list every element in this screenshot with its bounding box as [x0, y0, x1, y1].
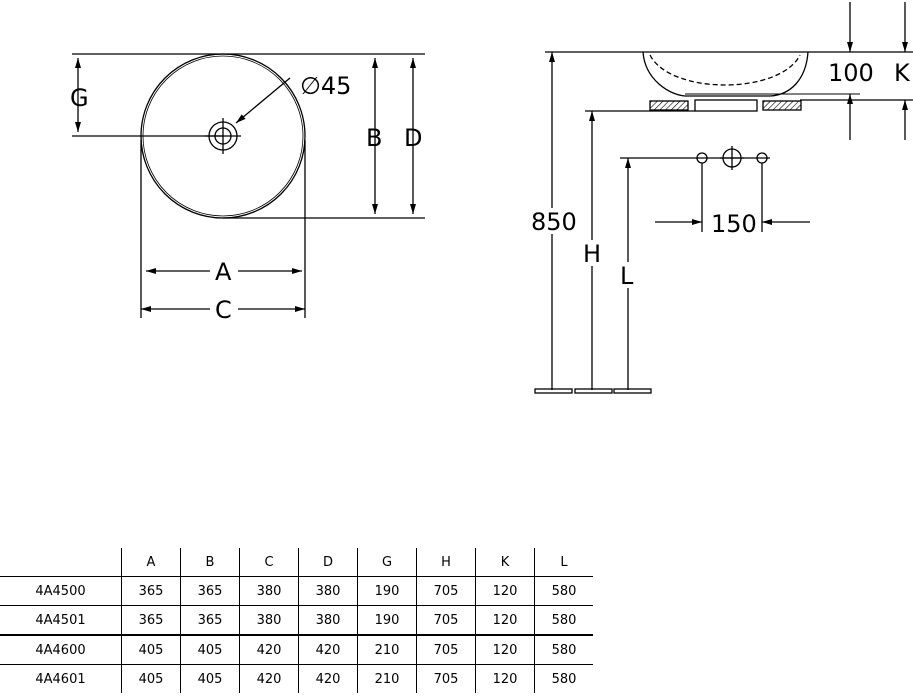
header-cell: A [121, 548, 181, 577]
dim-label-l: L [620, 262, 634, 290]
table-cell: 420 [298, 634, 358, 665]
table-cell: 365 [121, 576, 181, 606]
table-cell: 405 [121, 634, 181, 665]
dim-label-h: H [583, 240, 601, 268]
table-cell: 120 [475, 634, 535, 665]
hatched-support-left [649, 100, 689, 111]
table-cell: 705 [416, 576, 476, 606]
table-cell: 580 [534, 634, 593, 665]
table-cell: 210 [357, 634, 417, 665]
table-cell: 120 [475, 576, 535, 606]
table-cell: 580 [534, 576, 593, 606]
header-cell: C [239, 548, 299, 577]
table-cell: 580 [534, 664, 593, 693]
floor-segment [613, 388, 652, 394]
floor-segment [534, 388, 573, 394]
header-cell: B [180, 548, 240, 577]
header-cell: G [357, 548, 417, 577]
technical-drawing: ∅45 G B D A C 100 K 850 H L 150 [70, 2, 913, 394]
dim-label-c: C [215, 296, 232, 324]
header-cell [0, 548, 122, 577]
table-cell: 365 [121, 605, 181, 635]
table-cell: 210 [357, 664, 417, 693]
dimensions-table: A B C D G H K L 4A4500 365 365 380 380 1… [0, 548, 593, 693]
table-row: 4A4601 405 405 420 420 210 705 120 580 [0, 664, 593, 693]
dim-label-g: G [70, 84, 89, 112]
model-cell: 4A4601 [0, 664, 122, 693]
table-cell: 190 [357, 576, 417, 606]
table-cell: 380 [239, 605, 299, 635]
model-cell: 4A4500 [0, 576, 122, 606]
table-cell: 190 [357, 605, 417, 635]
table-cell: 380 [239, 576, 299, 606]
table-row: 4A4501 365 365 380 380 190 705 120 580 [0, 605, 593, 635]
table-cell: 405 [121, 664, 181, 693]
header-cell: K [475, 548, 535, 577]
table-row: 4A4600 405 405 420 420 210 705 120 580 [0, 634, 593, 665]
dim-label-150: 150 [711, 210, 757, 238]
table-cell: 705 [416, 664, 476, 693]
plan-view [72, 53, 425, 318]
table-cell: 120 [475, 664, 535, 693]
dim-label-a: A [215, 258, 232, 286]
floor-segment [574, 388, 613, 394]
hatched-support-right [762, 100, 802, 111]
table-row: 4A4500 365 365 380 380 190 705 120 580 [0, 576, 593, 606]
table-cell: 420 [298, 664, 358, 693]
table-cell: 420 [239, 634, 299, 665]
table-header-row: A B C D G H K L [0, 548, 593, 577]
model-cell: 4A4600 [0, 634, 122, 665]
table-cell: 120 [475, 605, 535, 635]
table-cell: 705 [416, 634, 476, 665]
table-cell: 420 [239, 664, 299, 693]
drain-diameter-label: ∅45 [300, 72, 351, 100]
table-cell: 580 [534, 605, 593, 635]
table-cell: 405 [180, 664, 240, 693]
model-cell: 4A4501 [0, 605, 122, 635]
header-cell: D [298, 548, 358, 577]
dim-label-d: D [404, 124, 422, 152]
table-cell: 365 [180, 576, 240, 606]
dim-label-k: K [894, 59, 911, 87]
table-cell: 380 [298, 576, 358, 606]
table-cell: 405 [180, 634, 240, 665]
dim-label-850: 850 [531, 208, 577, 236]
table-cell: 365 [180, 605, 240, 635]
table-cell: 705 [416, 605, 476, 635]
header-cell: H [416, 548, 476, 577]
dim-label-b: B [366, 124, 382, 152]
header-cell: L [534, 548, 593, 577]
table-cell: 380 [298, 605, 358, 635]
dim-label-100: 100 [828, 59, 874, 87]
side-view [534, 2, 913, 394]
basin-profile [642, 51, 809, 97]
